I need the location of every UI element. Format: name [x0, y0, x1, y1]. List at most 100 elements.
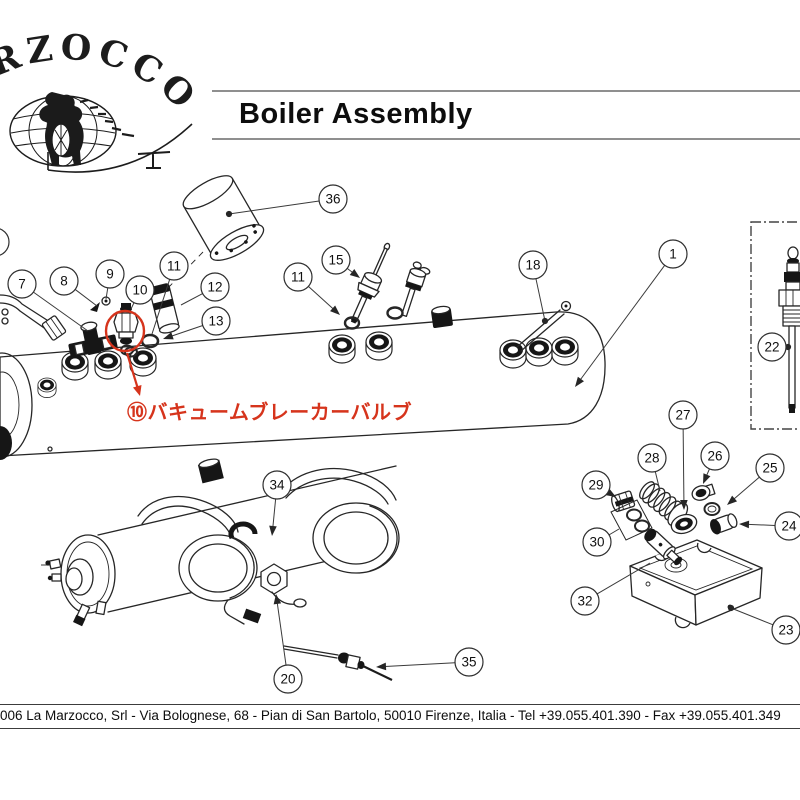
tee-fitting: [68, 321, 118, 358]
callout-27: 27: [668, 400, 698, 510]
la-marzocco-logo: MARZOCCO: [0, 27, 201, 173]
callout-number: 9: [106, 267, 114, 282]
leader-line: [308, 286, 334, 310]
callout-circle: [273, 664, 303, 694]
callout-number: 7: [18, 277, 26, 292]
callout-36: 36: [225, 184, 348, 218]
drip-tray-23: [629, 539, 763, 629]
tube-18: [516, 300, 572, 352]
callout-number: 30: [589, 535, 604, 550]
callout-circle: [201, 306, 231, 336]
level-probe-22: [778, 246, 800, 413]
callout-number: 8: [60, 274, 68, 289]
highlight-arrowhead: [133, 385, 142, 396]
leader-arrowhead: [273, 594, 282, 605]
callout-11: 11: [283, 262, 340, 315]
leader-dot: [541, 317, 549, 325]
callout-number: 20: [280, 672, 295, 687]
seat-nut-27: [670, 513, 698, 535]
callout-number: 34: [269, 478, 285, 493]
callout-circle: [7, 269, 37, 299]
callout-circle: [125, 275, 155, 305]
footer-address-text: 006 La Marzocco, Srl - Via Bolognese, 68…: [0, 708, 781, 723]
callout-18: 18: [518, 250, 549, 325]
o-ring-second: [386, 306, 404, 320]
callout-28: 28: [637, 443, 667, 492]
logo-flourish: [47, 98, 193, 173]
pipe-nut: [41, 315, 67, 341]
logo-lion: [39, 92, 84, 165]
fitting-26: [691, 483, 716, 501]
callout-number: 13: [208, 314, 223, 329]
callout-23: 23: [727, 604, 800, 645]
callout-circle: [283, 262, 313, 292]
leader-line: [151, 279, 171, 335]
callout-26: 26: [700, 441, 730, 484]
leader-line: [171, 325, 203, 337]
leader-line: [130, 302, 135, 310]
bottom-stubs: [73, 591, 307, 627]
callout-number: 36: [325, 192, 340, 207]
callout-25: 25: [727, 453, 785, 505]
highlight-arrow: [125, 352, 140, 390]
leader-line: [276, 602, 287, 666]
leader-dot: [727, 604, 735, 612]
callout-circle: [95, 259, 125, 289]
callout-number: 10: [132, 283, 147, 298]
callout-circle: [774, 511, 800, 541]
callout-circle: [518, 250, 548, 280]
callout-number: 15: [328, 253, 343, 268]
canister-36: [182, 175, 265, 261]
leader-arrowhead: [330, 305, 340, 315]
valve-32: [644, 528, 683, 566]
callout-number: 29: [588, 478, 603, 493]
callout-7: 7: [7, 269, 89, 332]
leader-arrowhead: [575, 376, 584, 387]
leader-line: [730, 607, 774, 626]
leader-line: [33, 291, 89, 332]
leader-line: [654, 471, 661, 492]
callout-circle: [700, 441, 730, 471]
callout-1: 1: [575, 239, 688, 387]
washer-25: [703, 502, 721, 516]
callout-35: 35: [376, 647, 484, 677]
callout-circle: [200, 272, 230, 302]
callout-circle: [637, 443, 667, 473]
callout-number: 22: [764, 340, 779, 355]
callout-circle: [755, 453, 785, 483]
callout-11: 11: [151, 251, 189, 335]
callout-12: 12: [180, 272, 230, 306]
leader-line: [535, 278, 546, 322]
leader-line: [228, 200, 320, 215]
leader-line: [105, 287, 109, 300]
callout-circle: [582, 527, 612, 557]
leader-arrowhead: [269, 525, 277, 536]
callout-number: 11: [291, 270, 305, 285]
highlight-ellipse: [104, 309, 146, 353]
leader-line: [579, 264, 666, 381]
clamp-2: [281, 467, 400, 574]
square-port: [431, 305, 453, 329]
callout-number: 12: [207, 280, 222, 295]
hex-nut-20: [260, 563, 288, 595]
probe-15: [350, 242, 391, 324]
inset-box: [750, 221, 800, 430]
o-ring-11: [343, 316, 361, 330]
leader-line: [74, 289, 98, 307]
callout-number: 28: [644, 451, 659, 466]
callout-number: 35: [461, 655, 476, 670]
callout-number: 18: [525, 258, 540, 273]
callout-circle: [262, 470, 292, 500]
plug-24: [710, 513, 738, 535]
callout-9: 9: [95, 259, 125, 300]
leader-arrowhead: [739, 520, 750, 529]
leader-arrowhead: [349, 268, 360, 278]
leader-line: [384, 662, 456, 668]
callout-number: 25: [762, 461, 777, 476]
vacuum-breaker-annotation: ⑩バキュームブレーカーバルブ: [127, 402, 412, 424]
callout-34: 34: [262, 470, 292, 536]
callout-circle: [771, 615, 800, 645]
heat-exchanger-assembly: [41, 458, 410, 627]
clamp-1: [137, 495, 258, 602]
